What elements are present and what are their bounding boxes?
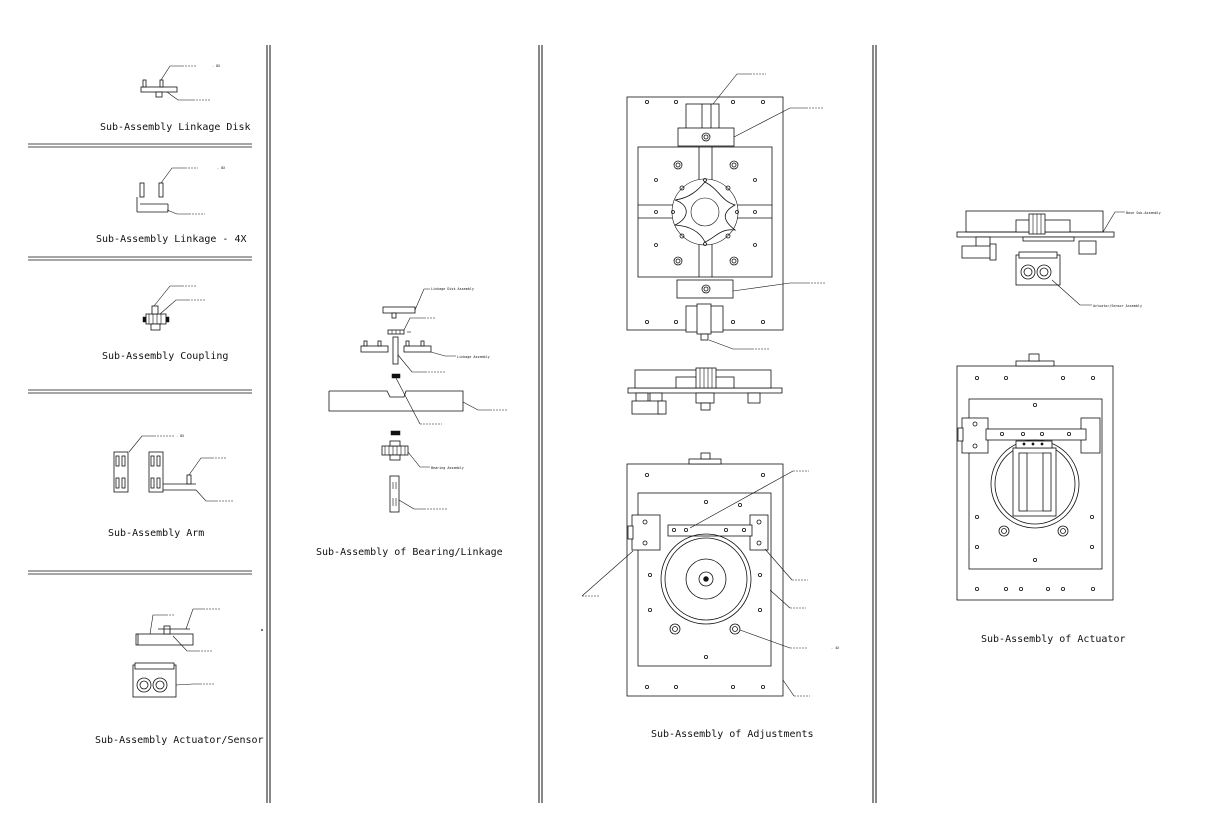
adjustments-side-view: [627, 367, 783, 415]
panel-dividers: [28, 143, 252, 575]
caption-arm: Sub-Assembly Arm: [108, 528, 204, 539]
callout-actuator-sensor-assembly: Actuator/Sensor Assembly: [1093, 304, 1142, 308]
caption-adjustments: Sub-Assembly of Adjustments: [651, 729, 814, 740]
linkage-4x-view: - 8X: [136, 166, 226, 215]
actuator-top-view: [956, 353, 1114, 601]
callout-linkage-disk-pin-qty: - 8X: [212, 64, 221, 68]
actuator-side-view: Base Sub-Assembly Actuator/Sensor Assemb…: [956, 210, 1161, 308]
adjustments-top-view: [626, 73, 826, 350]
callout-arm-block-qty: - 8X: [176, 434, 185, 438]
adjustments-bottom-view: - 4X: [581, 452, 840, 697]
caption-bearing-linkage: Sub-Assembly of Bearing/Linkage: [316, 547, 503, 558]
linkage-disk-view: - 8X: [140, 64, 221, 101]
coupling-view: [142, 285, 205, 331]
caption-actuator-sensor: Sub-Assembly Actuator/Sensor: [95, 735, 264, 746]
callout-linkage-disk-assembly: Linkage Disk Assembly: [431, 287, 474, 291]
callout-bearing-assembly: Bearing Assembly: [431, 466, 464, 470]
caption-linkage-disk: Sub-Assembly Linkage Disk: [100, 122, 251, 133]
callout-base-sub-assembly: Base Sub-Assembly: [1126, 211, 1161, 215]
caption-coupling: Sub-Assembly Coupling: [102, 351, 228, 362]
arm-view: - 8X: [113, 434, 233, 502]
caption-linkage-4x: Sub-Assembly Linkage - 4X: [96, 234, 247, 245]
callout-adjustment-knob-qty: - 4X: [831, 646, 840, 650]
column-dividers: [266, 45, 877, 803]
callout-linkage-assembly: Linkage Assembly: [457, 355, 490, 359]
caption-actuator: Sub-Assembly of Actuator: [981, 634, 1126, 645]
bearing-linkage-exploded-view: Linkage Disk Assembly Linkage Assembly: [328, 287, 508, 513]
actuator-sensor-view: [132, 608, 263, 698]
callout-linkage-4x-pin-qty: - 8X: [217, 166, 226, 170]
